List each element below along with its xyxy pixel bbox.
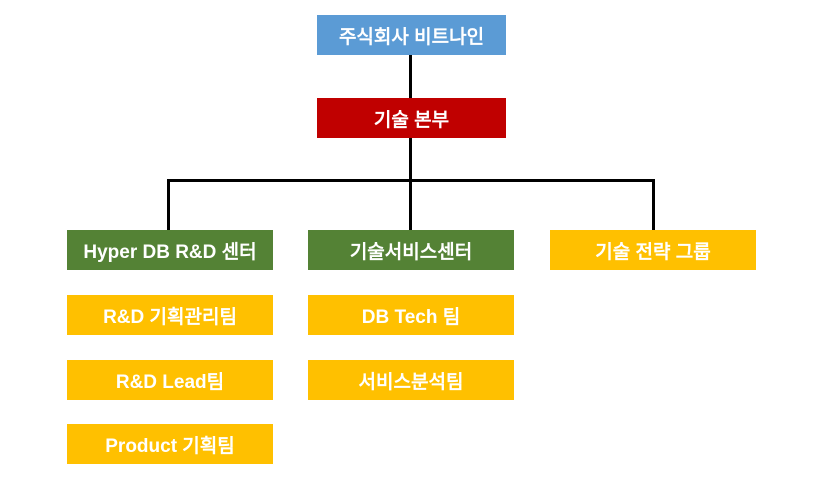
org-node-team-product-planning: Product 기획팀: [67, 424, 273, 464]
connector-drop-right: [652, 179, 655, 230]
connector-drop-left: [167, 179, 170, 230]
connector-division-center: [409, 138, 412, 230]
org-node-team-rnd-lead: R&D Lead팀: [67, 360, 273, 400]
org-node-branch-tech-service-center: 기술서비스센터: [308, 230, 514, 270]
org-node-division: 기술 본부: [317, 98, 506, 138]
org-node-branch-tech-strategy-group: 기술 전략 그룹: [550, 230, 756, 270]
org-node-company: 주식회사 비트나인: [317, 15, 506, 55]
org-node-team-db-tech: DB Tech 팀: [308, 295, 514, 335]
connector-horizontal-rail: [167, 179, 655, 182]
org-node-team-rnd-planning: R&D 기획관리팀: [67, 295, 273, 335]
org-node-branch-hyper-db-rnd-center: Hyper DB R&D 센터: [67, 230, 273, 270]
connector-company-division: [409, 55, 412, 98]
org-node-team-service-analysis: 서비스분석팀: [308, 360, 514, 400]
